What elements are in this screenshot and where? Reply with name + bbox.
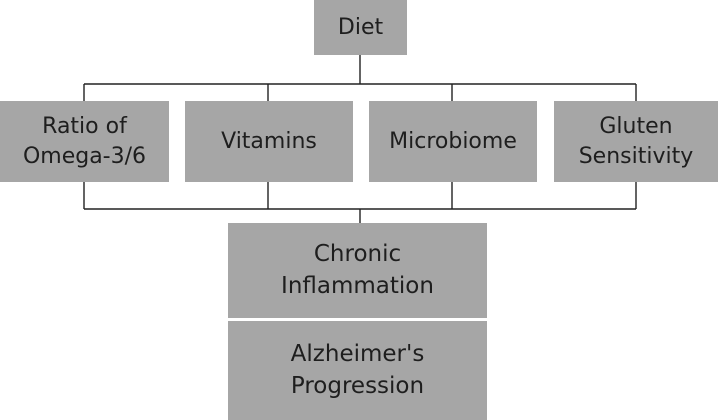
node-alzheimers-progression: Alzheimer's Progression xyxy=(228,321,487,420)
node-microbiome: Microbiome xyxy=(369,101,537,182)
node-chronic-inflammation: Chronic Inflammation xyxy=(228,223,487,318)
node-ratio-omega: Ratio of Omega-3/6 xyxy=(0,101,169,182)
node-diet: Diet xyxy=(314,0,407,55)
node-vitamins: Vitamins xyxy=(185,101,353,182)
node-gluten-sensitivity: Gluten Sensitivity xyxy=(554,101,718,182)
